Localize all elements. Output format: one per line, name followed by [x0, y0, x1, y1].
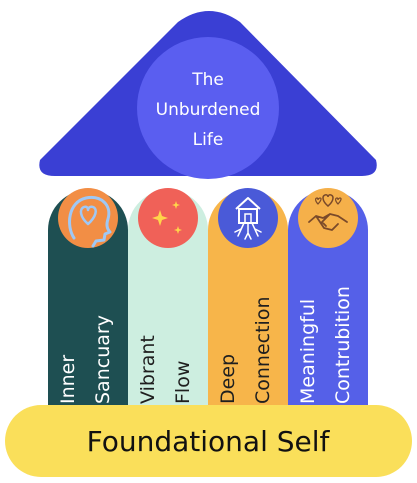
handshake-hearts-icon	[298, 188, 358, 248]
foundation-label: Foundational Self	[87, 425, 331, 458]
pillar-vibrant-flow: Vibrant Flow	[128, 188, 208, 420]
pillar-meaningful-contrubition: Meaningful Contrubition	[288, 188, 368, 420]
pillar-label-meaningful: Meaningful	[297, 299, 319, 404]
pillar-label-sancuary: Sancuary	[92, 315, 114, 404]
roof-title-line-1: The	[191, 70, 224, 90]
pillar-label-flow: Flow	[172, 361, 194, 404]
roof-title-line-3: Life	[193, 130, 224, 150]
heart-head-icon	[58, 188, 118, 248]
house-roots-icon	[218, 188, 278, 248]
pillar-label-connection: Connection	[252, 296, 274, 404]
pillar-label-deep: Deep	[217, 354, 239, 404]
sparkle-icon	[138, 188, 198, 248]
pillar-inner-sancuary: Inner Sancuary	[48, 188, 128, 420]
pillar-label-contrubition: Contrubition	[332, 286, 354, 404]
roof-circle	[137, 37, 279, 179]
foundation-base	[5, 405, 412, 477]
pillar-label-vibrant: Vibrant	[137, 335, 159, 404]
pillar-label-inner: Inner	[57, 355, 79, 404]
roof-title-line-2: Unburdened	[156, 100, 261, 120]
pillar-deep-connection: Deep Connection	[208, 188, 288, 420]
